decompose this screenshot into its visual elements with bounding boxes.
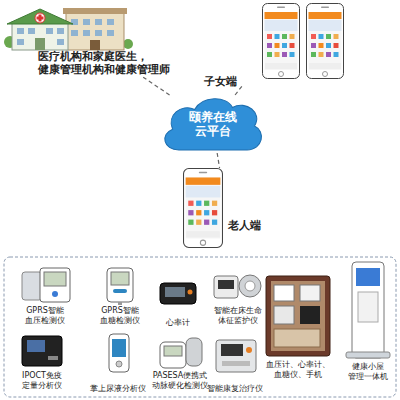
building-illustration <box>46 28 53 34</box>
device-illustration <box>188 290 193 295</box>
device-illustration <box>27 340 45 352</box>
device-illustration <box>358 292 378 322</box>
building-illustration <box>35 38 45 50</box>
device-label: 健康小屋 管理一体机 <box>347 362 389 381</box>
device-node: 智能康复治疗仪 <box>204 336 266 395</box>
device-panel <box>4 257 396 397</box>
building-illustration <box>95 19 102 25</box>
device-illustration <box>218 280 234 289</box>
device-illustration <box>245 281 255 291</box>
building-illustration <box>66 12 124 50</box>
device-label: 血压计、心率计、 血糖仪、手机 <box>265 360 331 379</box>
cloud-platform: 颐养在线 云平台 <box>160 95 265 153</box>
device-illustration <box>300 285 320 301</box>
building-illustration <box>71 30 78 36</box>
device-node: PASESA便携式 动脉硬化检测仪 <box>149 332 211 392</box>
building-illustration <box>4 8 133 50</box>
institution-node: 医疗机构和家庭医生， 健康管理机构和健康管理师 <box>4 4 174 77</box>
device-illustration <box>109 334 129 372</box>
device-node: GPRS智能 血糖检测仪 <box>97 266 143 327</box>
device-node: 健康小屋 管理一体机 <box>345 262 391 383</box>
device-label: GPRS智能 血糖检测仪 <box>99 306 141 325</box>
building-illustration <box>37 17 44 20</box>
device-illustration <box>112 339 126 357</box>
phone-illustration <box>184 169 223 248</box>
node-label: 医疗机构和家庭医生， 健康管理机构和健康管理师 <box>38 50 172 76</box>
device-illustration <box>266 276 330 356</box>
device-node: 掌上尿液分析仪 <box>87 332 149 395</box>
building-illustration <box>7 9 73 24</box>
building-illustration <box>28 28 35 34</box>
device-illustration <box>221 344 243 356</box>
device-illustration <box>111 272 129 285</box>
device-illustration <box>52 291 58 297</box>
device-node: 血压计、心率计、 血糖仪、手机 <box>263 274 333 381</box>
device-panel <box>4 257 396 397</box>
device-illustration <box>246 347 252 353</box>
device-illustration <box>216 340 256 372</box>
phone-illustration <box>307 4 344 79</box>
device-illustration <box>222 361 250 366</box>
elder-app-node: 老人端 <box>180 168 272 248</box>
building-illustration <box>107 19 114 25</box>
device-label: 掌上尿液分析仪 <box>89 384 147 394</box>
building-illustration <box>63 8 127 14</box>
device-illustration <box>22 272 42 300</box>
device-illustration <box>48 356 58 360</box>
device-illustration <box>107 268 133 302</box>
building-illustration <box>95 30 102 36</box>
building-illustration <box>90 40 100 50</box>
device-illustration <box>113 289 127 293</box>
device-illustration <box>160 283 196 304</box>
building-illustration <box>83 30 90 36</box>
building-illustration <box>107 30 114 36</box>
building-illustration <box>35 13 45 23</box>
device-illustration <box>116 361 122 367</box>
device-illustration <box>271 281 325 351</box>
cloud-label: 颐养在线 云平台 <box>188 110 238 139</box>
device-illustration <box>300 306 320 324</box>
device-illustration <box>22 262 390 372</box>
device-illustration <box>274 285 294 301</box>
dashed-link <box>143 77 169 95</box>
building-illustration <box>57 28 64 34</box>
device-node: IPOCT免疫 定量分析仪 <box>19 332 65 392</box>
phone-illustration <box>263 4 300 79</box>
device-illustration <box>274 306 294 324</box>
device-label: 智能在床生命 体征监护仪 <box>213 306 263 325</box>
device-illustration <box>40 268 70 302</box>
device-illustration <box>164 346 182 356</box>
device-illustration <box>165 287 185 297</box>
children-app-node: 子女端 <box>200 4 348 86</box>
device-label: 心率计 <box>165 318 191 328</box>
device-illustration <box>214 276 238 298</box>
dashed-link <box>217 153 219 168</box>
device-node: 智能在床生命 体征监护仪 <box>211 268 265 327</box>
device-node: GPRS智能 血压检测仪 <box>22 266 68 327</box>
device-illustration <box>352 262 384 358</box>
device-illustration <box>22 336 62 366</box>
building-illustration <box>12 22 68 50</box>
device-illustration <box>346 352 390 358</box>
node-label: 子女端 <box>204 75 239 88</box>
device-illustration <box>274 329 320 347</box>
device-illustration <box>44 272 66 286</box>
device-node: 心率计 <box>163 280 193 329</box>
device-illustration <box>118 302 122 305</box>
building-illustration <box>17 28 24 34</box>
device-illustration <box>186 338 202 366</box>
device-illustration <box>356 268 380 286</box>
device-illustration <box>160 342 186 368</box>
device-label: 智能康复治疗仪 <box>206 384 264 394</box>
building-illustration <box>83 19 90 25</box>
device-label: PASESA便携式 动脉硬化检测仪 <box>151 371 209 390</box>
device-illustration <box>239 275 261 297</box>
device-label: GPRS智能 血压检测仪 <box>24 306 66 325</box>
device-label: IPOCT免疫 定量分析仪 <box>21 371 63 390</box>
phone-illustration <box>184 4 344 248</box>
cloud-shape <box>165 99 262 150</box>
node-label: 老人端 <box>228 219 263 232</box>
building-illustration <box>57 39 64 45</box>
building-illustration <box>17 39 24 45</box>
